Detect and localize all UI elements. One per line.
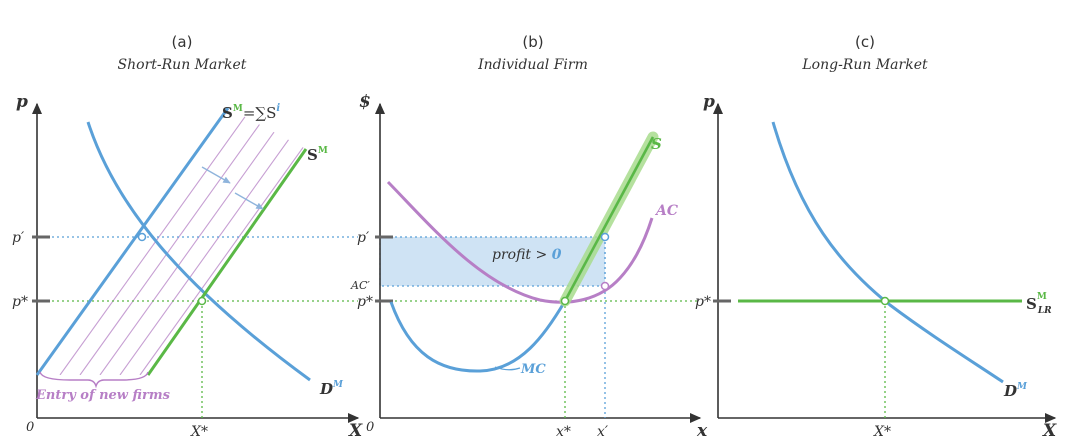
- firm-supply-label: S: [651, 135, 662, 153]
- firm-point-ac-prime: [600, 281, 610, 291]
- firm-point-p-prime: [600, 232, 610, 242]
- mc-label: MC: [520, 362, 546, 377]
- p-prime-label-b: p′: [357, 230, 370, 246]
- slr-sub: LR: [1037, 306, 1052, 316]
- panel-b: $ 0 x p′ AC′ p* x* x′ S AC MC profit > 0: [350, 92, 708, 441]
- ac-prime-label: AC′: [350, 279, 370, 292]
- panel-b-y-axis-label: $: [359, 92, 371, 112]
- x-prime-label-b: x′: [597, 424, 609, 440]
- profit-zero: 0: [552, 247, 562, 263]
- supply-sum-base: S: [222, 104, 233, 122]
- entry-brace: [39, 371, 149, 389]
- entry-of-new-firms-label: Entry of new firms: [35, 388, 171, 403]
- x-star-label-c: X*: [873, 424, 891, 440]
- firm-point-p-star: [560, 296, 570, 306]
- panel-a-header: (a) Short-Run Market: [62, 33, 302, 73]
- supply-sum-label: SM=∑Si: [222, 103, 280, 122]
- panel-b-letter: (b): [522, 33, 544, 51]
- shift-arrow-1: [201, 166, 231, 184]
- equilibrium-point-a-new: [197, 296, 207, 306]
- profit-text: profit >: [492, 247, 552, 263]
- demand-curve-a: [86, 121, 311, 382]
- demand-label-c: DM: [1003, 382, 1028, 400]
- supply-new-sup: M: [318, 146, 328, 156]
- short-run-supply-initial: [35, 107, 230, 376]
- p-star-label-c: p*: [695, 294, 711, 310]
- demand-a-sup: M: [332, 380, 344, 390]
- slr-base: S: [1026, 295, 1037, 313]
- demand-c-base: D: [1003, 382, 1017, 400]
- demand-a-base: D: [319, 380, 333, 398]
- panel-a-title: Short-Run Market: [117, 57, 247, 73]
- demand-curve-c: [771, 121, 1004, 384]
- panel-a-letter: (a): [171, 33, 193, 51]
- equilibrium-point-c: [880, 296, 890, 306]
- x-star-label-b: x*: [556, 424, 571, 440]
- supply-sum-sup: M: [233, 104, 243, 114]
- panel-c-title: Long-Run Market: [802, 57, 928, 73]
- panel-a: p 0 X p′ p* X* SM=∑Si SM DM Entry of new…: [12, 92, 363, 441]
- p-star-label-a: p*: [12, 294, 28, 310]
- panel-a-y-axis-label: p: [16, 92, 28, 112]
- panel-b-origin-label: 0: [366, 420, 374, 435]
- panel-c-x-axis-label: X: [1042, 421, 1057, 441]
- slr-sup: M: [1037, 292, 1047, 302]
- demand-c-sup: M: [1016, 382, 1028, 392]
- panel-c-letter: (c): [855, 33, 875, 51]
- p-star-label-b: p*: [357, 294, 373, 310]
- supply-new-base: S: [307, 146, 318, 164]
- supply-sum-i: i: [276, 103, 280, 114]
- equilibrium-point-a-initial: [137, 232, 147, 242]
- supply-sum-eq: =∑S: [243, 104, 277, 122]
- panel-a-origin-label: 0: [26, 420, 34, 435]
- supply-new-label: SM: [307, 146, 328, 164]
- ac-curve: [386, 180, 654, 304]
- short-run-supply-shifted: [146, 148, 308, 376]
- panel-c-y-axis-label: p: [703, 92, 715, 112]
- firm-supply-curve: [563, 136, 655, 302]
- mc-leader-line: [494, 366, 521, 371]
- panel-c-header: (c) Long-Run Market: [745, 33, 985, 73]
- ac-label: AC: [654, 203, 678, 219]
- shift-arrow-2: [234, 192, 264, 210]
- panel-b-header: (b) Individual Firm: [413, 33, 653, 73]
- x-star-label-a: X*: [190, 424, 208, 440]
- panel-a-x-axis-label: X: [348, 421, 363, 441]
- panel-b-x-axis-label: x: [696, 421, 708, 441]
- panel-b-title: Individual Firm: [478, 57, 588, 73]
- long-run-supply-label: SM LR: [1026, 292, 1052, 316]
- profit-label: profit > 0: [492, 247, 562, 263]
- p-prime-label-a: p′: [12, 230, 25, 246]
- demand-label-a: DM: [319, 380, 344, 398]
- mc-curve: [389, 136, 655, 373]
